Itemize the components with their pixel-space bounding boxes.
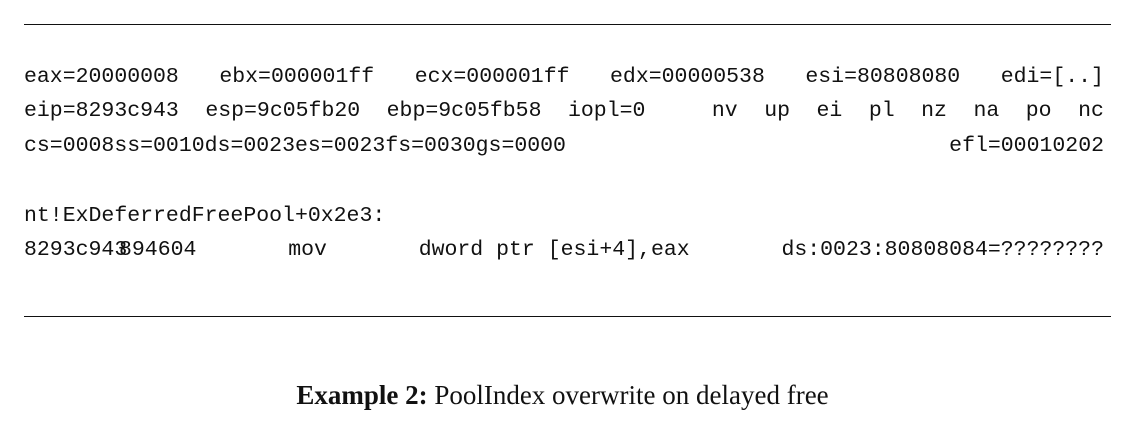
- reg-esi: esi=80808080: [805, 65, 961, 89]
- reg-iopl: iopl=0: [567, 99, 646, 123]
- reg-edx: edx=00000538: [610, 65, 765, 89]
- reg-ds: ds=0023: [204, 134, 295, 158]
- reg-eax: eax=20000008: [24, 65, 179, 89]
- reg-fs: fs=0030: [385, 134, 476, 158]
- reg-efl: efl=00010202: [949, 134, 1104, 158]
- caption-text: PoolIndex overwrite on delayed free: [434, 380, 829, 410]
- flag-na: na: [973, 99, 1000, 123]
- reg-es: es=0023: [294, 134, 386, 158]
- reg-edi: edi=[..]: [1000, 65, 1104, 89]
- flag-ei: ei: [816, 99, 843, 123]
- flag-nz: nz: [921, 99, 947, 123]
- flag-pl: pl: [868, 99, 895, 123]
- reg-ebx: ebx=000001ff: [219, 65, 375, 89]
- instruction-operands: dword ptr [esi+4],eax: [418, 238, 690, 262]
- instruction-address: 8293c943: [24, 238, 128, 262]
- bottom-rule: [24, 316, 1111, 317]
- flag-up: up: [764, 99, 791, 123]
- top-rule: [24, 24, 1111, 25]
- reg-ecx: ecx=000001ff: [414, 65, 570, 89]
- reg-ss: ss=0010: [114, 134, 205, 158]
- reg-eip: eip=8293c943: [24, 99, 179, 123]
- reg-ebp: ebp=9c05fb58: [386, 99, 542, 123]
- register-row-2: eip=8293c943 esp=9c05fb20 ebp=9c05fb58 i…: [24, 98, 1104, 124]
- instruction-line: 8293c943 894604 mov dword ptr [esi+4],ea…: [24, 237, 1104, 263]
- caption-label: Example 2:: [296, 380, 428, 410]
- symbol-line: nt!ExDeferredFreePool+0x2e3:: [24, 203, 1104, 229]
- effective-address: ds:0023:80808084=????????: [781, 238, 1104, 262]
- reg-esp: esp=9c05fb20: [205, 99, 361, 123]
- instruction-opcode: 894604: [119, 238, 197, 262]
- figure-caption: Example 2: PoolIndex overwrite on delaye…: [0, 378, 1125, 412]
- reg-cs: cs=0008: [24, 134, 115, 158]
- register-row-3: cs=0008 ss=0010 ds=0023 es=0023 fs=0030 …: [24, 133, 1104, 159]
- symbol-name: nt!ExDeferredFreePool+0x2e3:: [24, 204, 386, 228]
- register-row-1: eax=20000008 ebx=000001ff ecx=000001ff e…: [24, 64, 1104, 90]
- flag-nc: nc: [1078, 99, 1104, 123]
- reg-gs: gs=0000: [475, 134, 566, 158]
- flag-po: po: [1025, 99, 1052, 123]
- instruction-mnemonic: mov: [288, 238, 327, 262]
- flag-nv: nv: [711, 99, 738, 123]
